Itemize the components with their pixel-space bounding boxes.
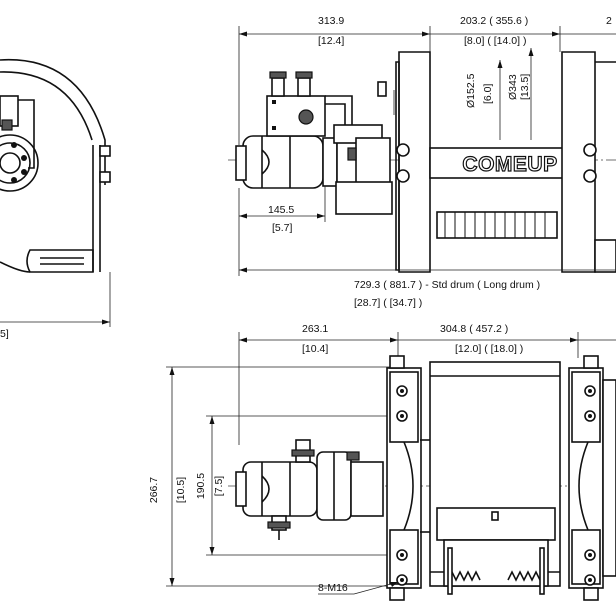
- bottom-dim-height: 266.7: [148, 477, 160, 503]
- bottom-dim-drum-in: [12.0] ( [18.0] ): [455, 343, 523, 355]
- bolt-callout: 8-M16: [318, 582, 348, 594]
- top-dim-drum-length-in: [8.0] ( [14.0] ): [464, 35, 526, 47]
- top-dim-overall-left-in: [12.4]: [318, 35, 344, 47]
- top-dim-motor-offset-in: [5.7]: [272, 222, 293, 234]
- side-dim-partial: 5]: [0, 328, 9, 340]
- bottom-dim-bolt-spacing: 190.5: [195, 473, 207, 499]
- top-dim-flange-dia: Ø343: [507, 74, 519, 100]
- bottom-view: 263.1 [10.4] 304.8 ( 457.2 ) [12.0] ( [1…: [148, 323, 616, 601]
- top-dim-drum-dia: Ø152.5: [465, 73, 477, 108]
- brand-logo: COMEUP: [462, 153, 557, 176]
- bottom-dim-height-in: [10.5]: [175, 477, 187, 503]
- top-dim-flange-dia-in: [13.5]: [519, 74, 531, 100]
- top-dim-total-length: 729.3 ( 881.7 ) - Std drum ( Long drum ): [354, 279, 540, 291]
- bottom-dim-drum: 304.8 ( 457.2 ): [440, 323, 508, 335]
- bottom-dim-bolt-spacing-in: [7.5]: [213, 476, 225, 497]
- bottom-dim-left: 263.1: [302, 323, 328, 335]
- bottom-dim-left-in: [10.4]: [302, 343, 328, 355]
- top-dim-right-partial: 2: [606, 15, 612, 27]
- top-dim-motor-offset: 145.5: [268, 204, 294, 216]
- top-dim-drum-dia-in: [6.0]: [482, 83, 494, 104]
- top-dim-overall-left: 313.9: [318, 15, 344, 27]
- top-dim-total-length-in: [28.7] ( [34.7] ): [354, 297, 422, 309]
- side-view: 5]: [0, 58, 111, 340]
- top-dim-drum-length: 203.2 ( 355.6 ): [460, 15, 528, 27]
- top-view: 313.9 [12.4] 203.2 ( 355.6 ) [8.0] ( [14…: [228, 15, 616, 309]
